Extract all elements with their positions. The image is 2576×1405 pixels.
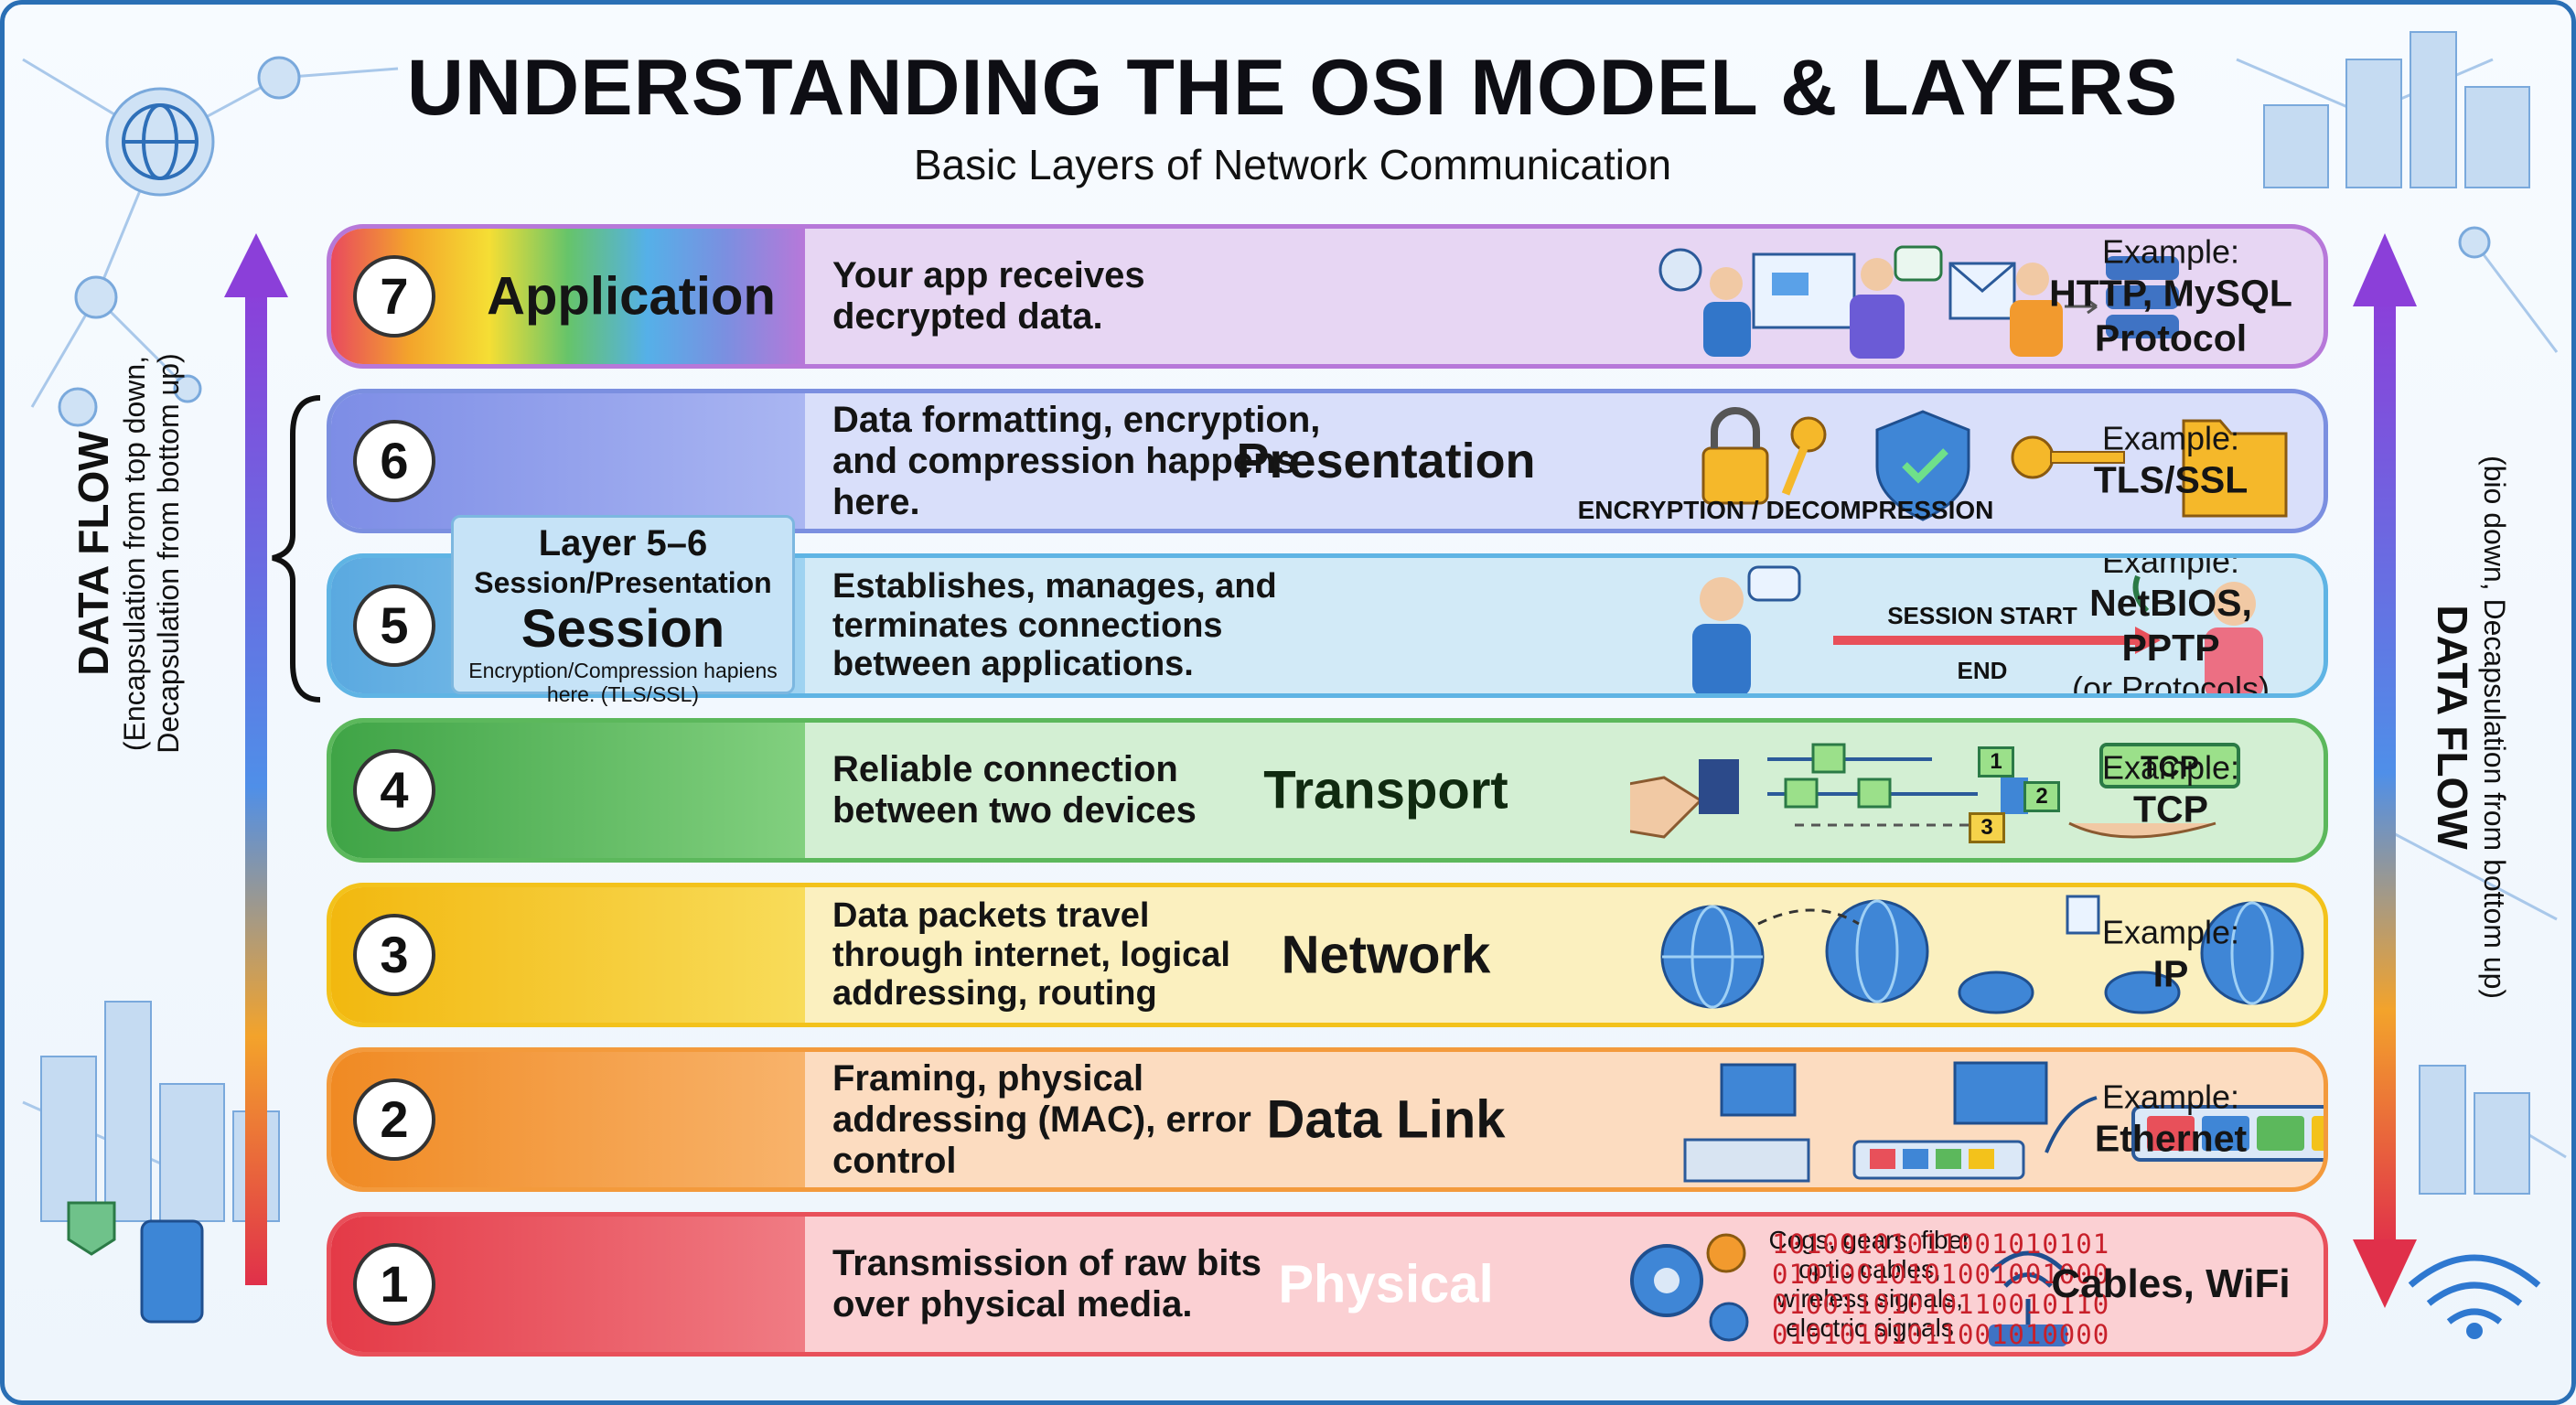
- layer-7-example-label: Example:: [2101, 232, 2240, 271]
- transport-illustration: [1630, 743, 2240, 839]
- layer-3-description: Data packets travel through internet, lo…: [832, 896, 1230, 1014]
- layer-7-description: Your app receives decrypted data.: [832, 255, 1145, 337]
- layer-3-example-label: Example:: [2101, 913, 2240, 951]
- data-flow-left-heading: DATA FLOW: [70, 431, 117, 676]
- data-flow-right-line1: (bio down, Decapsulation from bottom up): [2478, 455, 2511, 1000]
- layer-5-example-label: Example:: [2101, 553, 2240, 581]
- note-detail: Encryption/Compression hapiens here. (TL…: [468, 659, 778, 706]
- layer-6-description: Data formatting, encryption, and compres…: [832, 399, 1321, 522]
- bits-line-1: 10100101011001010101: [1772, 1228, 2110, 1260]
- packet-1-label: 1: [1978, 746, 2014, 778]
- session-illustration: [1692, 565, 2263, 693]
- layer-3-example: Example: IP: [2038, 914, 2303, 997]
- layer-3-name: Network: [1281, 925, 1491, 985]
- layer-5-description: Establishes, manages, and terminates con…: [832, 567, 1277, 684]
- layer-7-example: Example: HTTP, MySQL Protocol: [2038, 232, 2303, 359]
- layer-1-description: Transmission of raw bits over physical m…: [832, 1243, 1262, 1325]
- packet-2-label: 2: [2023, 781, 2060, 812]
- layer-5-example-value: NetBIOS, PPTP: [2089, 582, 2252, 669]
- tcp-badge-label: TCP: [2141, 750, 2199, 783]
- physical-caption: Cogs, gears, fiber optic cables, wireles…: [1768, 1226, 1971, 1342]
- physical-illustration: [1630, 1233, 2067, 1346]
- layer-6-example: Example: TLS/SSL: [2038, 420, 2303, 503]
- layer-7-number: 7: [353, 255, 435, 338]
- layer-4-number: 4: [353, 749, 435, 831]
- layer-2-example: Example: Ethernet: [2038, 1078, 2303, 1162]
- bits-line-3: 01001101010110010110: [1772, 1289, 2110, 1320]
- layer-7-example-value: HTTP, MySQL Protocol: [2049, 272, 2292, 359]
- layer-2-name: Data Link: [1266, 1089, 1506, 1150]
- layer-4-example-value: TCP: [2133, 788, 2208, 831]
- layer-1-name: Physical: [1278, 1254, 1494, 1314]
- layer-7-application: 7 Application Your app receives decrypte…: [327, 224, 2328, 369]
- layer-3-network: 3 Network Data packets travel through in…: [327, 883, 2328, 1027]
- layer-6-example-label: Example:: [2101, 419, 2240, 457]
- data-flow-left-line2: Decapsulation from bottom up): [151, 353, 185, 754]
- presentation-illustration: [1701, 407, 2288, 521]
- bits-line-2: 01010010101001001000: [1772, 1259, 2110, 1290]
- layer-5-example: Example: NetBIOS, PPTP (or Protocols): [2038, 553, 2303, 698]
- page-title: UNDERSTANDING THE OSI MODEL & LAYERS: [406, 44, 2179, 132]
- layer-1-number: 1: [353, 1243, 435, 1325]
- background-network-decoration: [22, 31, 2567, 1339]
- layer-2-description: Framing, physical addressing (MAC), erro…: [832, 1057, 1251, 1181]
- layer-4-description: Reliable connection between two devices: [832, 749, 1197, 831]
- layer-6-name: Presentation: [1236, 434, 1536, 488]
- data-flow-left-line1: (Encapsulation from top down,: [118, 355, 151, 752]
- layer-4-example: Example: TCP: [2038, 749, 2303, 832]
- layer-1-example-value: Cables, WiFi: [2051, 1261, 2291, 1307]
- layer-1-physical: 1 Physical Transmission of raw bits over…: [327, 1212, 2328, 1357]
- session-end-label: END: [1957, 657, 2008, 684]
- data-flow-right-label: (bio down, Decapsulation from bottom up)…: [2428, 407, 2511, 1047]
- layer-2-example-value: Ethernet: [2094, 1118, 2248, 1161]
- session-start-label: SESSION START: [1887, 602, 2077, 629]
- layer-5-example-extra: (or Protocols): [2071, 670, 2270, 698]
- page-subtitle: Basic Layers of Network Communication: [913, 141, 1672, 188]
- layer-4-name: Transport: [1263, 760, 1508, 820]
- layer-7-name: Application: [487, 266, 776, 327]
- layer-6-presentation: 6 Presentation Data formatting, encrypti…: [327, 389, 2328, 533]
- layer-2-number: 2: [353, 1078, 435, 1161]
- data-flow-left-label: DATA FLOW (Encapsulation from top down, …: [69, 114, 186, 992]
- layer-2-data-link: 2 Data Link Framing, physical addressing…: [327, 1047, 2328, 1192]
- binary-bits: 10100101011001010101 0101001010100100100…: [1772, 1229, 2109, 1350]
- layer-1-example: Cables, WiFi: [2038, 1260, 2303, 1308]
- presentation-caption: ENCRYPTION / DECOMPRESSION: [1577, 496, 1994, 524]
- bits-line-4: 01010101011001010000: [1772, 1319, 2110, 1350]
- layer-2-example-label: Example:: [2101, 1078, 2240, 1116]
- note-heading: Layer 5–6: [538, 523, 708, 563]
- layer-5-number: 5: [353, 585, 435, 667]
- network-illustration: [1660, 895, 2304, 1014]
- data-link-illustration: [1683, 1061, 2324, 1183]
- layer-5-name: Session: [521, 599, 725, 659]
- packet-3-label: 3: [1969, 812, 2005, 843]
- data-flow-right-heading: DATA FLOW: [2429, 605, 2477, 850]
- note-sub: Session/Presentation: [474, 566, 772, 599]
- layer-4-example-label: Example:: [2101, 748, 2240, 787]
- session-presentation-note: Layer 5–6 Session/Presentation Session E…: [451, 515, 795, 706]
- layer-3-example-value: IP: [2152, 953, 2189, 996]
- layer-6-number: 6: [353, 420, 435, 502]
- layer-3-number: 3: [353, 914, 435, 996]
- layer-4-transport: 4 Transport Reliable connection between …: [327, 718, 2328, 863]
- application-illustration: [1658, 245, 2179, 359]
- layer-6-example-value: TLS/SSL: [2093, 459, 2249, 502]
